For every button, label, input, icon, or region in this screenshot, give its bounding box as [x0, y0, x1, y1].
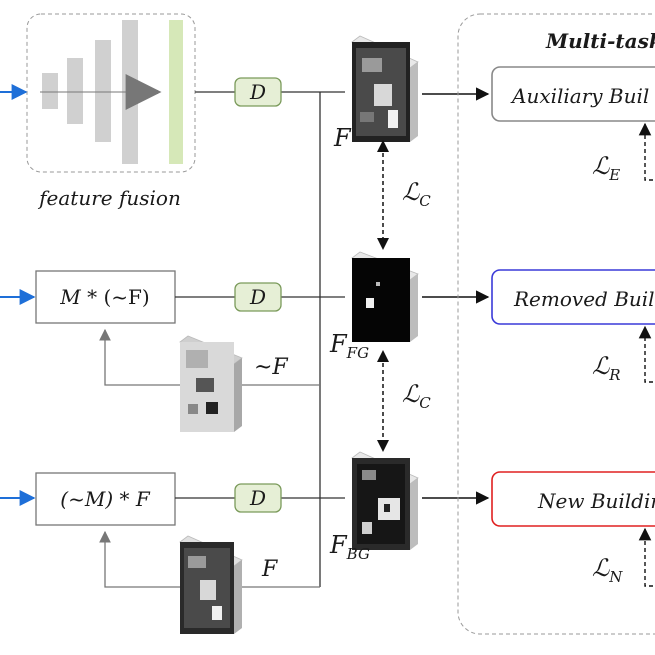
label-f-fg: FFG	[329, 330, 369, 362]
feature-map-f-bg	[351, 451, 419, 550]
svg-text:D: D	[249, 486, 266, 510]
loss-lc-2: ℒC	[402, 380, 431, 412]
label-f-bg: FBG	[329, 531, 370, 563]
loss-arrow-e	[638, 122, 655, 181]
feedback-arrow-2	[99, 530, 180, 588]
loss-lr: ℒR	[592, 352, 621, 384]
mask-not-f-box	[35, 270, 176, 324]
task-label-new: New Buildin	[537, 489, 655, 513]
d-box-2: D	[234, 282, 282, 312]
feedback-arrow-1	[99, 328, 180, 386]
not-m-f-box	[35, 472, 176, 526]
task-head-removed	[491, 269, 655, 325]
d-box-1: D	[234, 77, 282, 107]
label-f-plain: F	[261, 557, 278, 582]
label-not-f: ~F	[254, 355, 288, 380]
loss-arrow-r	[638, 325, 655, 383]
loss-le: ℒE	[592, 152, 620, 184]
loss-lc-1: ℒC	[402, 178, 431, 210]
feature-fusion-block	[26, 13, 196, 173]
feature-map-f-fg	[351, 251, 419, 342]
svg-text:D: D	[249, 285, 266, 309]
d-box-3: D	[234, 483, 282, 513]
fusion-output-bar	[169, 20, 183, 164]
multitask-title: Multi-task	[545, 29, 655, 53]
not-m-f-label: (~M) * F	[60, 487, 151, 511]
fusion-layer-1	[42, 73, 58, 109]
fusion-caption: feature fusion	[37, 186, 181, 210]
fusion-layer-2	[67, 58, 83, 124]
task-label-removed: Removed Buil	[513, 287, 655, 311]
label-f: F	[333, 124, 352, 152]
mask-not-f-label: M * (~F)	[59, 285, 149, 309]
task-head-auxiliary	[491, 66, 655, 122]
loss-ln: ℒN	[592, 554, 623, 586]
fusion-layer-3	[95, 40, 111, 142]
multitask-panel	[457, 13, 655, 635]
svg-text:D: D	[249, 80, 266, 104]
feature-map-f-copy	[179, 535, 243, 634]
loss-arrow-n	[638, 527, 655, 587]
feature-map-f	[351, 35, 419, 142]
feature-map-not-f	[179, 335, 243, 432]
task-head-new	[491, 471, 655, 527]
task-label-auxiliary: Auxiliary Buil	[510, 84, 649, 108]
